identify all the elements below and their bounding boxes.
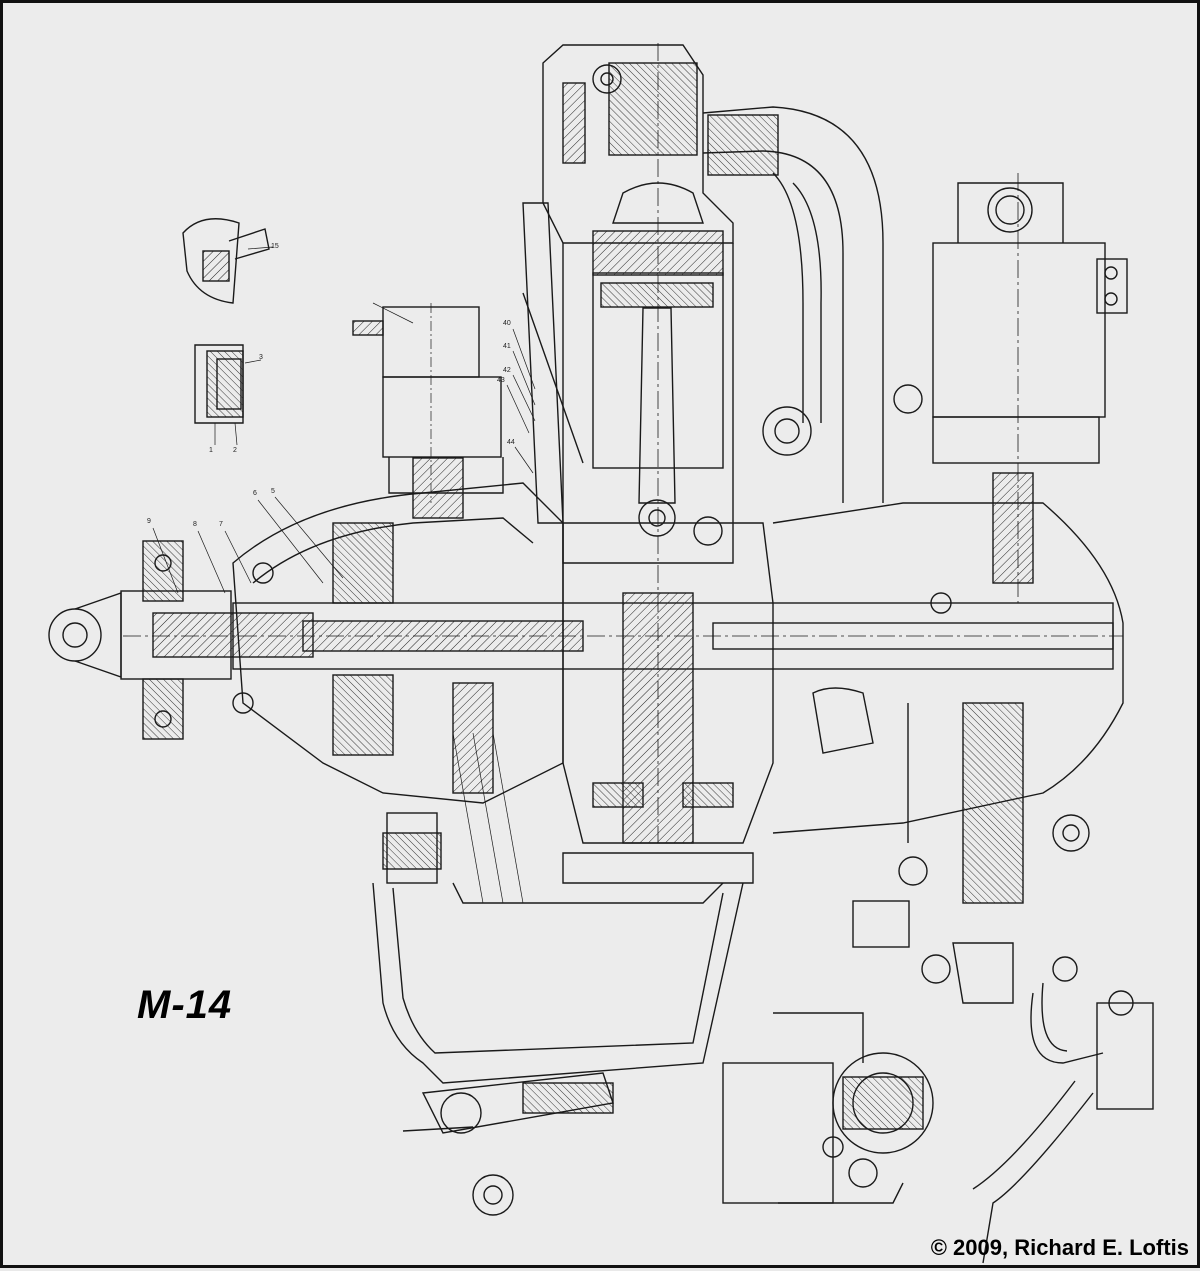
callout-label: 42	[503, 367, 511, 374]
oil-pump-assembly	[402, 1072, 614, 1216]
detail-inset-b	[194, 344, 244, 424]
callout-label: 44	[507, 439, 515, 446]
callout-label: 7	[219, 521, 223, 528]
callout-label: 6	[253, 490, 257, 497]
detail-inset-a	[182, 218, 270, 304]
engine-cutaway-drawing	[48, 43, 1154, 1264]
callout-label: 15	[271, 243, 279, 250]
callout-label: 5	[271, 488, 275, 495]
callout-label: 43	[497, 377, 505, 384]
callout-label: 9	[147, 518, 151, 525]
callout-label: 3	[259, 354, 263, 361]
carburetor	[722, 1012, 934, 1204]
callout-label: 1	[209, 447, 213, 454]
generator	[932, 173, 1128, 603]
oil-sump	[372, 812, 744, 1084]
magneto	[352, 303, 504, 503]
callout-label: 2	[233, 447, 237, 454]
rear-accessory-case	[772, 472, 1124, 904]
crankcase	[562, 516, 774, 884]
callout-label: 41	[503, 343, 511, 350]
reduction-gear-housing	[232, 457, 564, 804]
callout-label: 8	[193, 521, 197, 528]
callout-label: 40	[503, 320, 511, 327]
engine-title: M-14	[137, 983, 233, 1027]
cylinder	[522, 43, 734, 843]
copyright-notice: © 2009, Richard E. Loftis	[930, 1235, 1189, 1260]
intake-pipe	[702, 106, 884, 503]
leader-lines	[152, 246, 536, 904]
oil-lines	[852, 384, 1154, 1264]
